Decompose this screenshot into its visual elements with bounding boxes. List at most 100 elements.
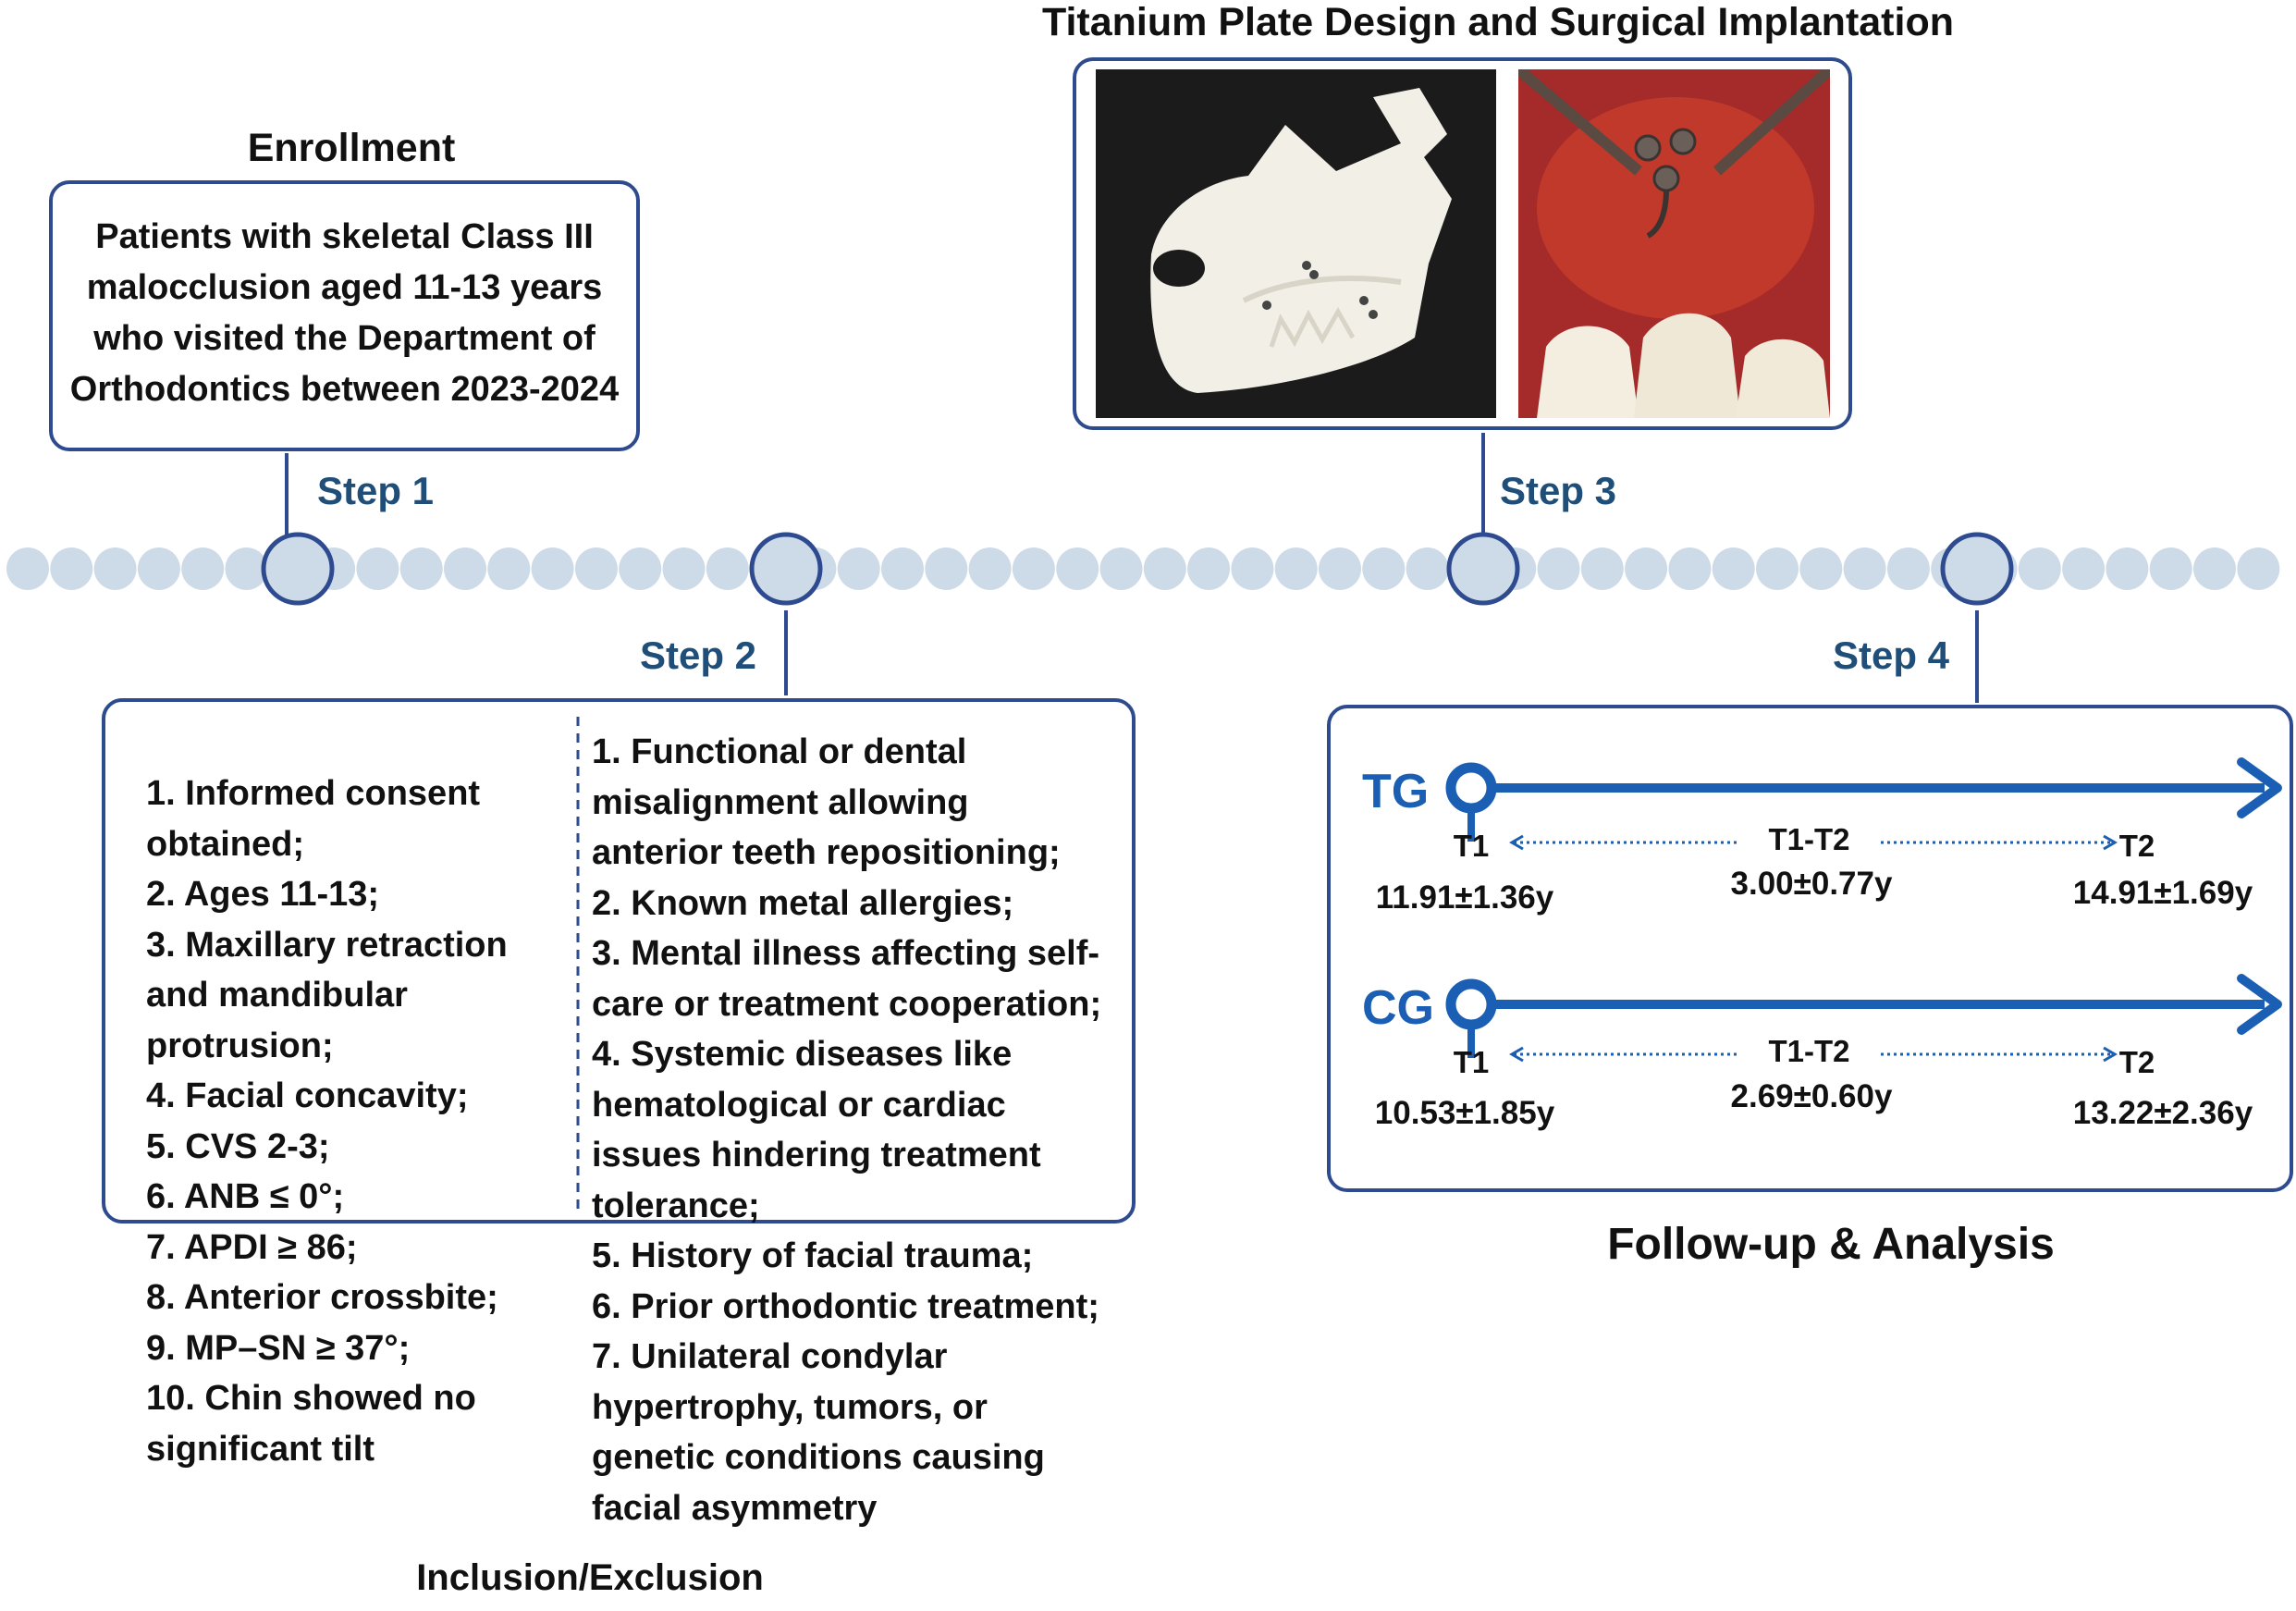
timeline-dot xyxy=(1799,547,1842,590)
criteria-line: hematological or cardiac xyxy=(592,1080,1133,1131)
timeline-dot xyxy=(532,547,574,590)
timeline-dot xyxy=(138,547,180,590)
criteria-line: genetic conditions causing xyxy=(592,1433,1133,1483)
timeline-dot xyxy=(1319,547,1361,590)
timeline-dot xyxy=(925,547,967,590)
step3-marker xyxy=(1449,535,1517,603)
criteria-line: protrusion; xyxy=(146,1021,571,1072)
cg-t2-label: T2 xyxy=(2100,1045,2174,1080)
enrollment-title: Enrollment xyxy=(166,126,536,171)
criteria-line: tolerance; xyxy=(592,1181,1133,1232)
timeline-dot xyxy=(444,547,486,590)
timeline-dot xyxy=(1538,547,1580,590)
tg-interval-label: T1-T2 xyxy=(1737,822,1881,857)
timeline-dot xyxy=(881,547,924,590)
criteria-line: 10. Chin showed no xyxy=(146,1373,571,1424)
step2-marker xyxy=(752,535,820,603)
criteria-line: 1. Functional or dental xyxy=(592,727,1133,778)
timeline-dot xyxy=(1144,547,1186,590)
step1-marker xyxy=(264,535,332,603)
timeline-dot xyxy=(487,547,530,590)
timeline-dot xyxy=(1406,547,1449,590)
enrollment-line: Patients with skeletal Class III xyxy=(53,212,636,263)
enrollment-line: who visited the Department of xyxy=(53,314,636,364)
criteria-line: obtained; xyxy=(146,819,571,870)
timeline-dots xyxy=(6,547,2279,590)
criteria-line: 8. Anterior crossbite; xyxy=(146,1273,571,1323)
timeline-dot xyxy=(838,547,880,590)
timeline-dot xyxy=(1275,547,1318,590)
timeline-dot xyxy=(356,547,399,590)
timeline-dot xyxy=(400,547,443,590)
enrollment-line: malocclusion aged 11-13 years xyxy=(53,263,636,314)
cg-interval-label: T1-T2 xyxy=(1737,1034,1881,1069)
timeline-dot xyxy=(969,547,1012,590)
timeline-dot xyxy=(2062,547,2105,590)
timeline-dot xyxy=(1100,547,1143,590)
timeline-dot xyxy=(1013,547,1055,590)
step3-label: Step 3 xyxy=(1500,469,1616,513)
tg-t2-label: T2 xyxy=(2100,829,2174,864)
criteria-line: facial asymmetry xyxy=(592,1483,1133,1534)
timeline-dot xyxy=(1756,547,1799,590)
group-label-cg: CG xyxy=(1362,980,1434,1036)
timeline-dot xyxy=(2106,547,2148,590)
timeline-dot xyxy=(706,547,749,590)
timeline-dot xyxy=(2150,547,2192,590)
timeline-dot xyxy=(1231,547,1273,590)
criteria-line: 3. Mental illness affecting self- xyxy=(592,928,1133,979)
timeline-dot xyxy=(6,547,49,590)
criteria-line: 6. ANB ≤ 0°; xyxy=(146,1172,571,1223)
timeline-dot xyxy=(181,547,224,590)
followup-box: TG T1 T1-T2 T2 11.91±1.36y 3.00±0.77y 14… xyxy=(1327,705,2293,1192)
criteria-line: 4. Facial concavity; xyxy=(146,1071,571,1122)
cg-t2-value: 13.22±2.36y xyxy=(2043,1095,2283,1132)
criteria-line: significant tilt xyxy=(146,1424,571,1475)
timeline-dot xyxy=(1668,547,1711,590)
timeline-dot xyxy=(2193,547,2236,590)
cg-interval-value: 2.69±0.60y xyxy=(1696,1078,1927,1115)
criteria-line: 4. Systemic diseases like xyxy=(592,1029,1133,1080)
cg-t1-label: T1 xyxy=(1434,1045,1508,1080)
step1-label: Step 1 xyxy=(317,469,434,513)
timeline-dot xyxy=(575,547,618,590)
criteria-footer: Inclusion/Exclusion xyxy=(359,1557,821,1599)
surgical-implantation-photo xyxy=(1518,69,1830,418)
timeline-dot xyxy=(1581,547,1624,590)
tg-interval-value: 3.00±0.77y xyxy=(1696,866,1927,903)
enrollment-line: Orthodontics between 2023-2024 xyxy=(53,364,636,415)
followup-footer: Follow-up & Analysis xyxy=(1507,1219,2155,1270)
step4-label: Step 4 xyxy=(1833,633,1949,678)
step4-marker xyxy=(1943,535,2011,603)
criteria-line: 2. Ages 11-13; xyxy=(146,869,571,920)
criteria-line: care or treatment cooperation; xyxy=(592,979,1133,1030)
timeline-dot xyxy=(663,547,706,590)
criteria-line: 5. CVS 2-3; xyxy=(146,1122,571,1173)
cg-t1-value: 10.53±1.85y xyxy=(1354,1095,1576,1132)
surgery-title: Titanium Plate Design and Surgical Impla… xyxy=(943,0,2053,45)
timeline-dot xyxy=(1056,547,1099,590)
criteria-line: hypertrophy, tumors, or xyxy=(592,1383,1133,1433)
tg-t2-value: 14.91±1.69y xyxy=(2043,875,2283,912)
criteria-line: 6. Prior orthodontic treatment; xyxy=(592,1282,1133,1333)
timeline-dot xyxy=(1187,547,1230,590)
tg-t1-value: 11.91±1.36y xyxy=(1354,879,1576,916)
criteria-divider xyxy=(575,717,581,1216)
criteria-line: issues hindering treatment xyxy=(592,1130,1133,1181)
criteria-line: 7. Unilateral condylar xyxy=(592,1332,1133,1383)
criteria-line: 7. APDI ≥ 86; xyxy=(146,1223,571,1273)
criteria-line: misalignment allowing xyxy=(592,778,1133,829)
criteria-line: anterior teeth repositioning; xyxy=(592,828,1133,879)
criteria-line: 5. History of facial trauma; xyxy=(592,1231,1133,1282)
criteria-line: 1. Informed consent xyxy=(146,769,571,819)
timeline-dot xyxy=(2019,547,2061,590)
timeline-dot xyxy=(1625,547,1667,590)
timeline-dot xyxy=(1887,547,1930,590)
timeline-dot xyxy=(94,547,137,590)
enrollment-text: Patients with skeletal Class III maloccl… xyxy=(53,212,636,415)
enrollment-box: Patients with skeletal Class III maloccl… xyxy=(49,180,640,451)
timeline-dot xyxy=(1362,547,1405,590)
timeline-dot xyxy=(2237,547,2279,590)
criteria-line: and mandibular xyxy=(146,970,571,1021)
